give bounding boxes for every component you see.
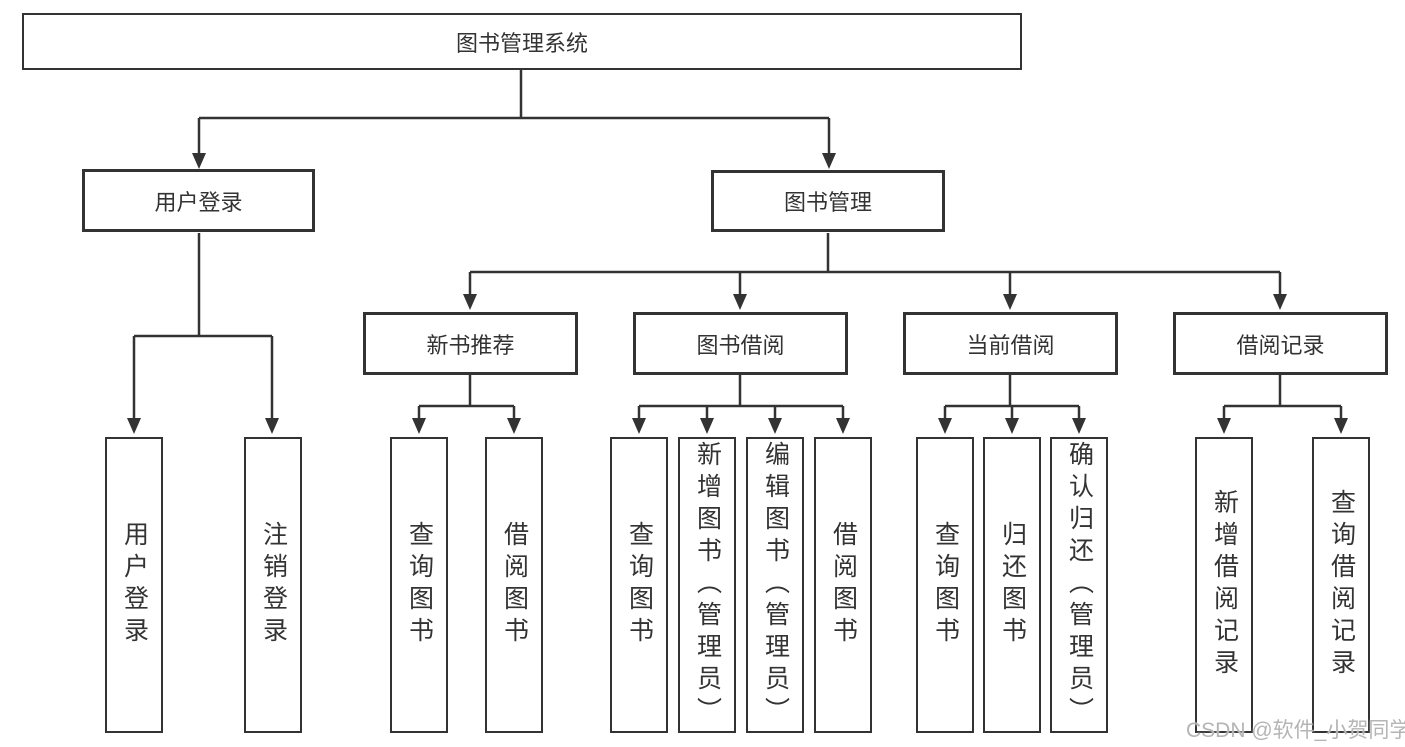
leaf-bb-edit-books-admin: 编辑图书（管理员） <box>746 437 804 733</box>
leaf-bb-edit-books-admin-label: 编辑图书（管理员） <box>761 441 790 729</box>
leaf-cb-confirm-return-admin: 确认归还（管理员） <box>1050 437 1108 733</box>
leaf-cb-query-books-label: 查询图书 <box>931 521 960 649</box>
leaf-nbr-query-books: 查询图书 <box>390 437 448 733</box>
node-borrow-record-label: 借阅记录 <box>1236 332 1325 358</box>
leaf-br-query-record-label: 查询借阅记录 <box>1327 489 1356 681</box>
node-user-login: 用户登录 <box>82 169 315 232</box>
node-current-borrow-label: 当前借阅 <box>966 332 1055 358</box>
node-book-management-label: 图书管理 <box>783 190 872 215</box>
node-borrow-record: 借阅记录 <box>1173 312 1388 375</box>
leaf-br-add-record-label: 新增借阅记录 <box>1210 489 1239 681</box>
leaf-logout-label: 注销登录 <box>259 521 288 649</box>
leaf-bb-query-books: 查询图书 <box>610 437 668 733</box>
leaf-bb-borrow-books: 借阅图书 <box>814 437 872 733</box>
leaf-bb-add-books-admin-label: 新增图书（管理员） <box>693 441 722 729</box>
node-current-borrow: 当前借阅 <box>903 312 1118 375</box>
leaf-cb-return-books-label: 归还图书 <box>998 521 1027 649</box>
node-root-label: 图书管理系统 <box>455 30 588 56</box>
node-new-book-recommend-label: 新书推荐 <box>426 332 515 358</box>
leaf-nbr-borrow-books: 借阅图书 <box>485 437 543 733</box>
node-book-borrow: 图书借阅 <box>633 312 848 375</box>
leaf-user-login: 用户登录 <box>105 437 163 733</box>
leaf-logout: 注销登录 <box>244 437 302 733</box>
leaf-cb-confirm-return-admin-label: 确认归还（管理员） <box>1065 441 1094 729</box>
leaf-cb-query-books: 查询图书 <box>916 437 974 733</box>
leaf-bb-borrow-books-label: 借阅图书 <box>829 521 858 649</box>
node-root: 图书管理系统 <box>22 13 1022 70</box>
leaf-cb-return-books: 归还图书 <box>983 437 1041 733</box>
leaf-nbr-borrow-books-label: 借阅图书 <box>500 521 529 649</box>
leaf-nbr-query-books-label: 查询图书 <box>405 521 434 649</box>
leaf-br-query-record: 查询借阅记录 <box>1312 437 1370 733</box>
node-book-borrow-label: 图书借阅 <box>696 332 785 358</box>
leaf-user-login-label: 用户登录 <box>120 521 149 649</box>
node-book-management: 图书管理 <box>711 170 945 232</box>
leaf-bb-query-books-label: 查询图书 <box>625 521 654 649</box>
csdn-watermark: CSDN @软件_小贺同学 <box>1186 719 1405 742</box>
node-new-book-recommend: 新书推荐 <box>363 312 578 375</box>
leaf-bb-add-books-admin: 新增图书（管理员） <box>678 437 736 733</box>
node-user-login-label: 用户登录 <box>154 189 243 215</box>
leaf-br-add-record: 新增借阅记录 <box>1195 437 1253 733</box>
